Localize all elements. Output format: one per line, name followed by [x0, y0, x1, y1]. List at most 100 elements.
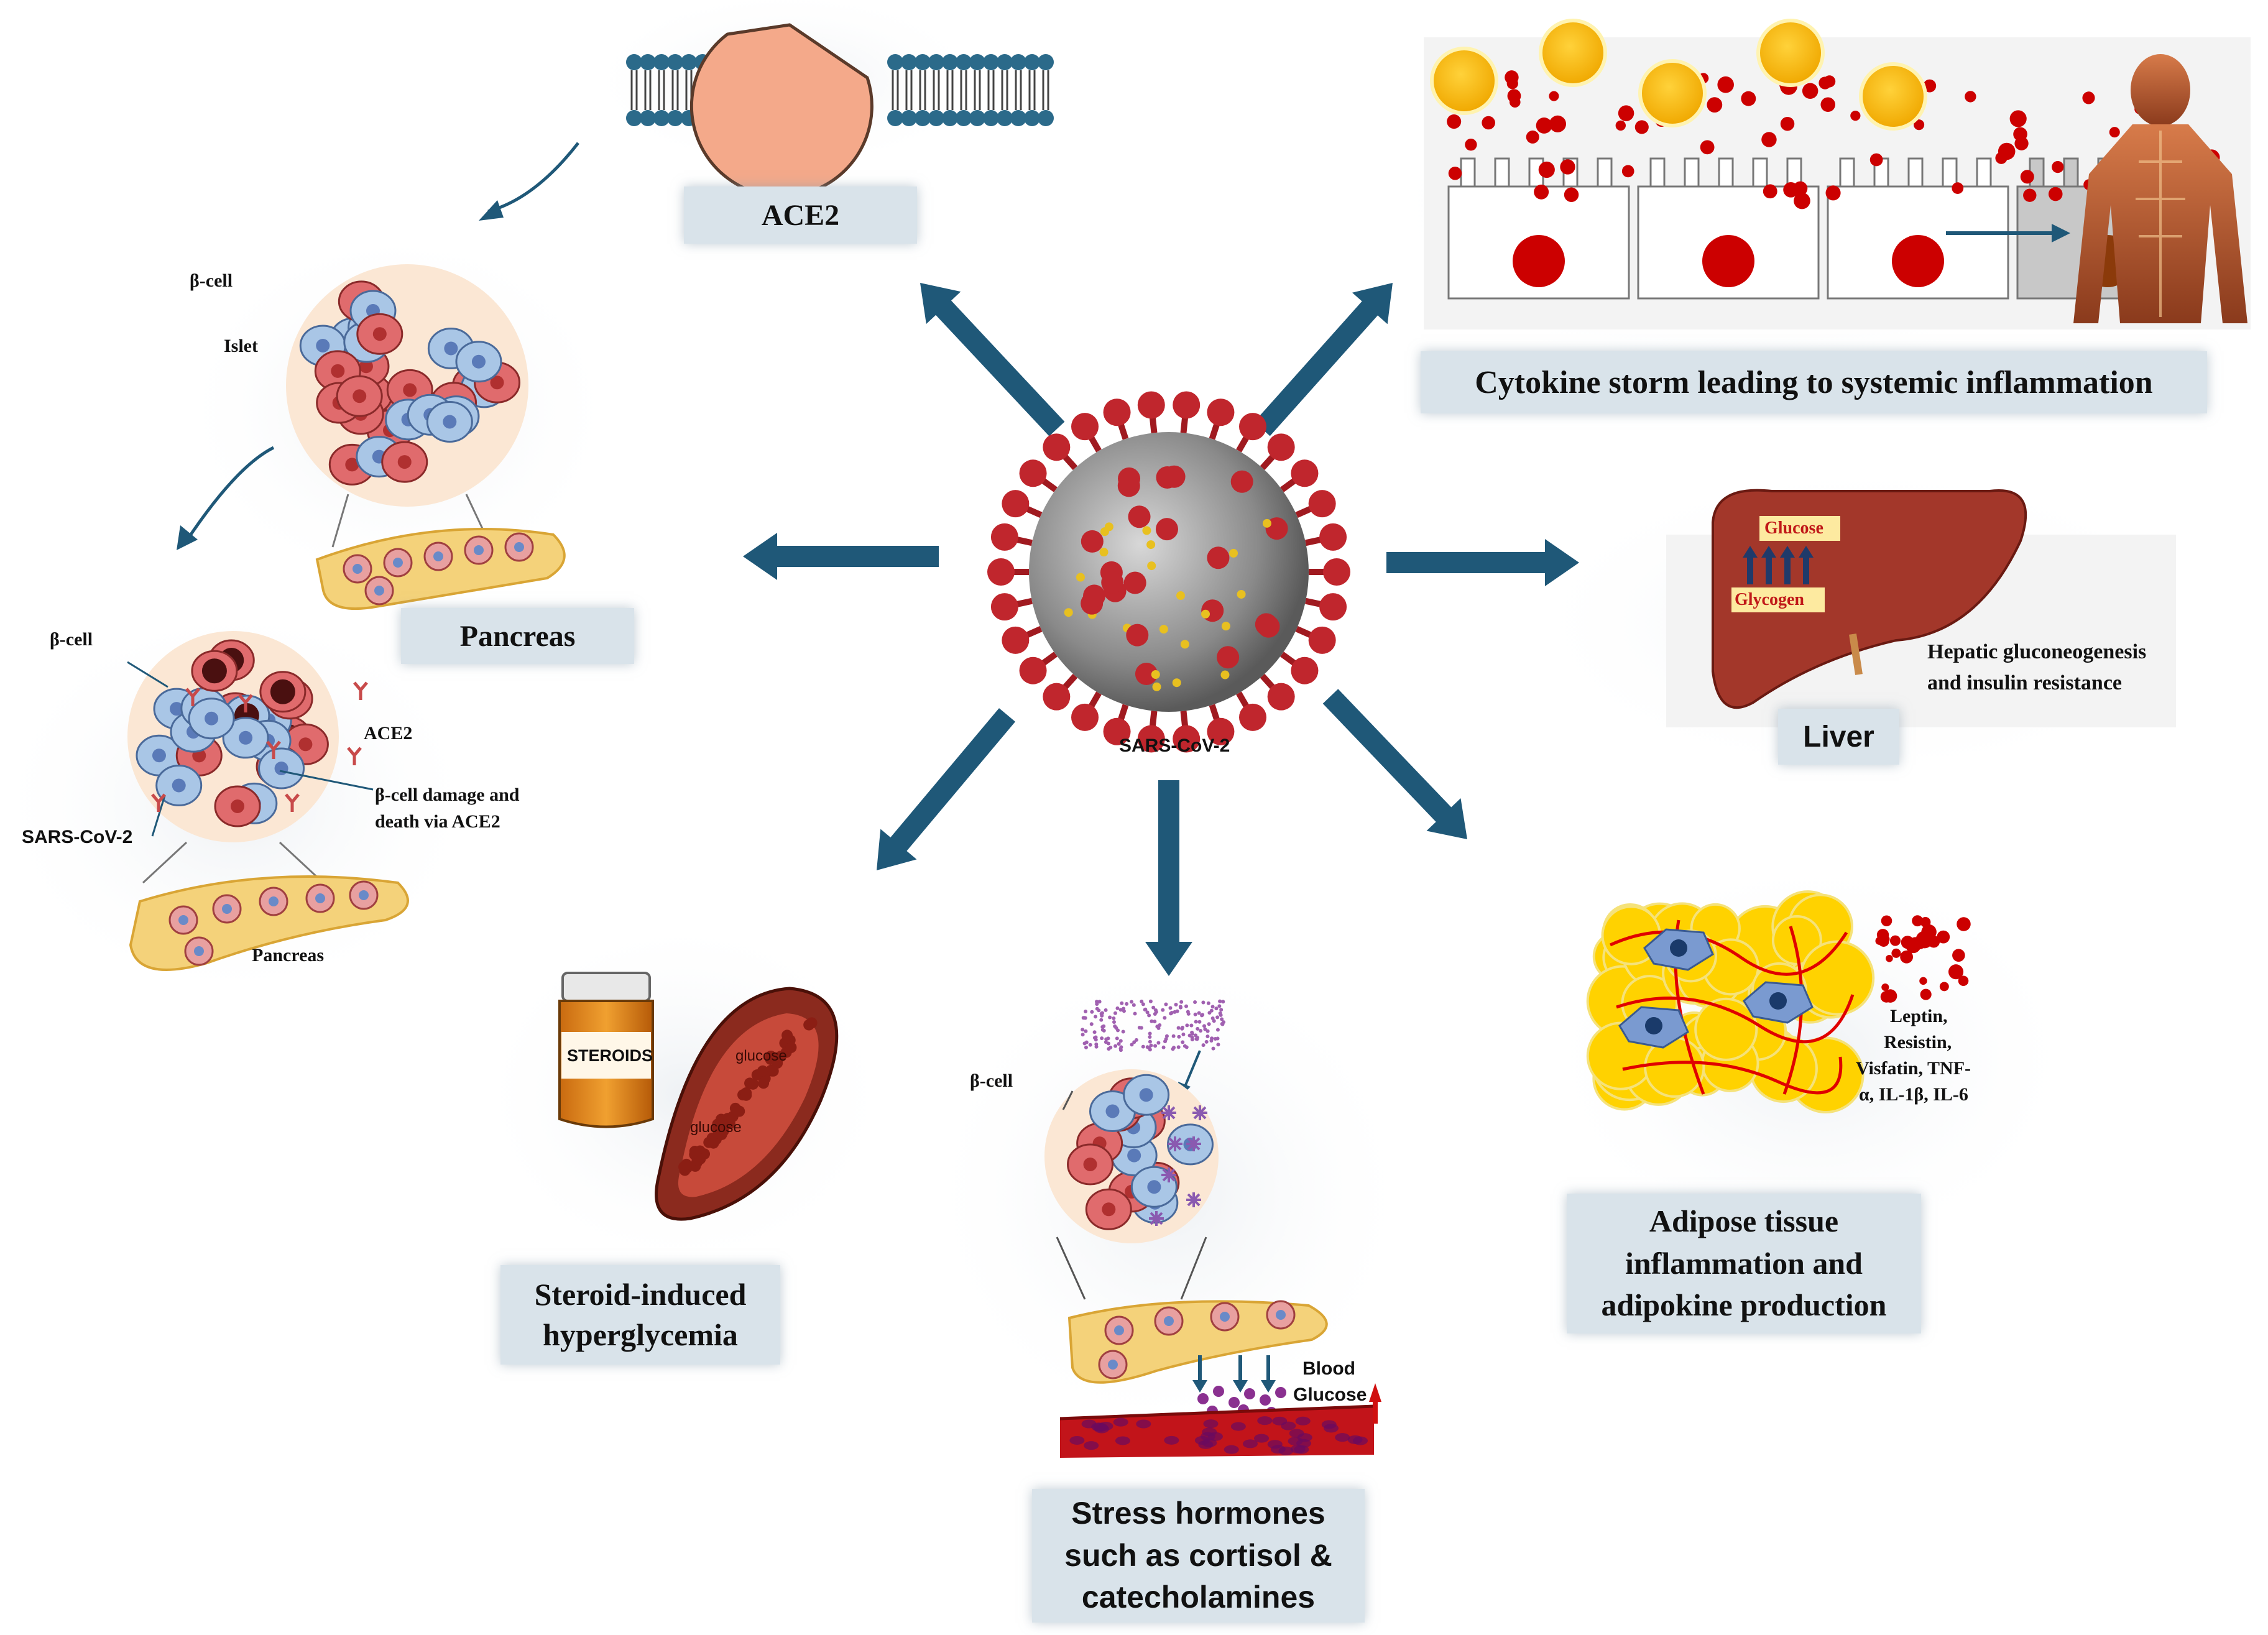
lipid-head [1038, 110, 1054, 126]
hormone-dot [1176, 1045, 1181, 1049]
cell-nucleus [1127, 1148, 1141, 1163]
cell-nucleus [1105, 1104, 1120, 1118]
hormone-dot [1118, 1048, 1123, 1052]
surface-spike [1230, 470, 1253, 493]
hormone-dot [1189, 1023, 1194, 1028]
lipid-head [969, 110, 985, 126]
hormone-dot [1210, 1036, 1214, 1041]
cell-nucleus [194, 946, 204, 956]
hormone-dot [1148, 999, 1153, 1003]
lipid-tail [974, 70, 981, 110]
cell-nucleus [298, 737, 313, 752]
adipokine-dot [1957, 917, 1971, 931]
cytokine-dot [1618, 105, 1634, 121]
spike-head [1043, 433, 1071, 461]
lipid-tail [946, 70, 954, 110]
surface-dot [1229, 548, 1238, 558]
cytokine-dot [1802, 83, 1819, 99]
cell-nucleus [205, 711, 219, 725]
adipose-illustration [1586, 890, 1971, 1113]
hormone-receptor-icon [1161, 1105, 1176, 1120]
pathway-arrow-5 [1145, 780, 1192, 976]
cytokine-dot [1869, 153, 1883, 167]
lipid-head [901, 110, 917, 126]
surface-dot [1099, 548, 1109, 557]
lipid-head [942, 54, 958, 70]
hormone-dot [1218, 1011, 1222, 1015]
cell-nucleus [403, 383, 417, 397]
hormone-dot [1104, 1008, 1108, 1012]
hormone-dot [1112, 1020, 1116, 1025]
hormone-dot [1113, 1024, 1117, 1028]
cytokine-dot [1482, 116, 1495, 130]
surface-dot [1104, 522, 1113, 532]
lipid-tail [960, 70, 967, 110]
spike-head [1173, 391, 1201, 419]
hormone-dot [1132, 1003, 1136, 1007]
cell-nucleus [315, 893, 325, 903]
glucose-dot [1260, 1394, 1271, 1406]
surface-dot [1262, 518, 1271, 528]
spike-head [1137, 725, 1165, 753]
lipid-tail [1042, 70, 1049, 110]
hormone-dot [1168, 1006, 1173, 1010]
hormone-dot [1220, 1017, 1224, 1021]
cytokine-dot [1965, 91, 1976, 103]
hormone-dot [1120, 1001, 1124, 1005]
hormone-dot [1197, 1011, 1201, 1015]
spike-head [1207, 398, 1235, 426]
surface-spike [1081, 530, 1104, 553]
hormone-dot [1205, 1029, 1210, 1033]
adipokine-dot [1914, 937, 1926, 949]
cell-nucleus [1892, 235, 1944, 287]
cell-nucleus [471, 354, 486, 369]
hormone-dot [1132, 1040, 1136, 1044]
cell-nucleus [474, 545, 484, 555]
glucose-dot [740, 1087, 752, 1099]
cytokine-dot [2052, 160, 2064, 173]
surface-dot [1237, 589, 1246, 599]
spike-head [1002, 626, 1030, 654]
surface-dot [1151, 670, 1160, 679]
ace2-receptor-icon [266, 740, 281, 759]
cytokine-dot [1564, 187, 1579, 202]
hormone-dot [1190, 1038, 1194, 1042]
cytokine-dot [1780, 116, 1795, 131]
ace2-receptor-icon [285, 793, 300, 812]
hormone-dot [1207, 1011, 1212, 1015]
hormone-dot [1148, 1031, 1152, 1036]
adipokine-dot [1881, 915, 1892, 927]
spike-head [1071, 703, 1099, 731]
cytokine-dot [2009, 110, 2027, 127]
pancreas-damage-illustration [127, 631, 409, 971]
lipid-head [667, 54, 683, 70]
microvillus [1597, 157, 1613, 188]
glucose-dot [1213, 1386, 1224, 1397]
lipid-head [956, 110, 972, 126]
blood-cell [1324, 1424, 1339, 1433]
cytokine-dot [2023, 188, 2037, 202]
spike-head [1043, 683, 1071, 711]
hormone-dot [1218, 999, 1222, 1003]
hormone-dot [1095, 1002, 1099, 1006]
lipid-head [1024, 54, 1040, 70]
cell-nucleus [316, 339, 330, 353]
hormone-dot [1099, 1018, 1104, 1022]
cytokine-dot [1506, 78, 1518, 90]
hormone-receptor-icon [1186, 1136, 1201, 1151]
cytokine-dot [2109, 127, 2120, 138]
lipid-head [956, 54, 972, 70]
lipid-head [928, 54, 944, 70]
cell-nucleus [397, 455, 412, 469]
lipid-tail [658, 70, 665, 110]
pathway-arrow-0 [920, 283, 1065, 436]
hormone-dot [1100, 1036, 1104, 1041]
cell-nucleus [1513, 235, 1565, 287]
hormone-dot [1210, 1005, 1215, 1009]
hormone-dot [1149, 1043, 1153, 1048]
cytokine-dot [1509, 96, 1521, 108]
hormone-receptor-icon [1186, 1192, 1201, 1207]
hormone-dot [1140, 999, 1144, 1003]
glucose-dot [1244, 1388, 1255, 1399]
hormone-dot [1112, 1016, 1116, 1021]
